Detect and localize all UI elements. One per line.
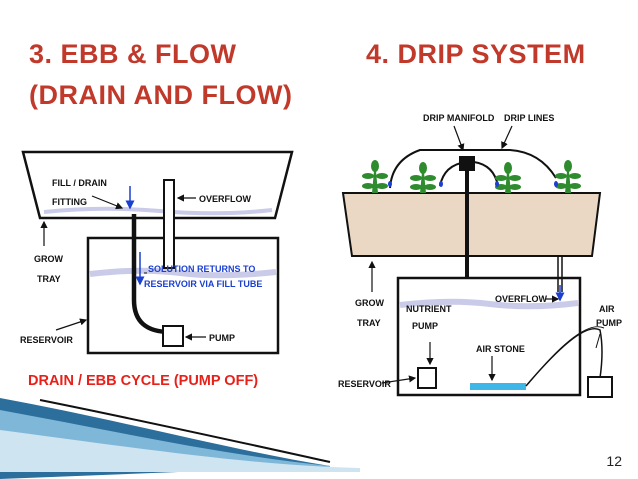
ebb-grow-label: GROW [34,254,64,264]
drip-nutrient-label: NUTRIENT [406,304,452,314]
ebb-pump-label: PUMP [209,333,235,343]
drip-manifold [459,156,475,171]
ebb-grow-tray [21,150,294,220]
ebb-overflow-label: OVERFLOW [199,194,252,204]
ebb-tray-water [43,206,273,216]
ebb-overflow-tube [163,179,175,269]
drip-tray-label: TRAY [357,318,381,328]
ebb-reservoir-label: RESERVOIR [20,335,73,345]
ebb-flow-title-line2: (DRAIN AND FLOW) [29,80,293,110]
drip-air-pump-label: PUMP [596,318,622,328]
drip-nutrient-pump [417,367,437,389]
ebb-cycle-caption: DRAIN / EBB CYCLE (PUMP OFF) [28,373,258,389]
ebb-reservoir-water [89,267,277,279]
drip-nutrient-pump-label: PUMP [412,321,438,331]
ebb-flow-title-line1: 3. EBB & FLOW [29,39,237,69]
drip-lines-label: DRIP LINES [504,113,554,123]
ebb-flow-title: 3. EBB & FLOW (DRAIN AND FLOW) [29,34,329,116]
drip-reservoir-label: RESERVOIR [338,379,391,389]
drip-air-pump [587,376,613,398]
ebb-fitting-label: FITTING [52,197,87,207]
ebb-fill-drain-label: FILL / DRAIN [52,178,107,188]
drip-air-stone [470,383,526,390]
drip-grow-tray [341,192,602,257]
drip-air-stone-label: AIR STONE [476,344,525,354]
drip-grow-label: GROW [355,298,385,308]
page-number: 12 [606,453,622,469]
decorative-swoosh [0,398,360,479]
ebb-tray-label: TRAY [37,274,61,284]
drip-air-label: AIR [599,304,615,314]
ebb-solution-label-2: RESERVOIR VIA FILL TUBE [144,279,262,289]
drip-system-diagram: DRIP MANIFOLD DRIP LINES GROW TRAY NUTRI… [338,113,622,398]
drip-reservoir-water [399,298,579,310]
drip-manifold-label: DRIP MANIFOLD [423,113,495,123]
drip-plants [362,160,581,193]
ebb-pump [162,325,184,347]
ebb-solution-label-1: SOLUTION RETURNS TO [148,264,255,274]
drip-overflow-label: OVERFLOW [495,294,548,304]
drip-system-title: 4. DRIP SYSTEM [366,39,586,69]
ebb-flow-diagram: FILL / DRAIN FITTING OVERFLOW GROW TRAY … [20,150,294,389]
